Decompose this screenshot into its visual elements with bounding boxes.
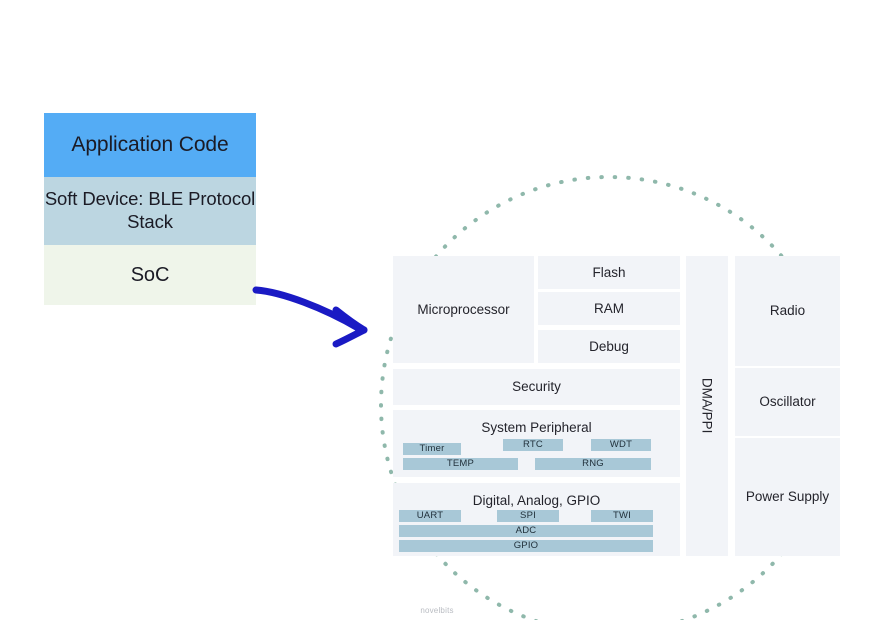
soc-block-flash-label: Flash <box>592 264 626 280</box>
soc-block-microprocessor: Microprocessor <box>393 256 534 363</box>
soc-block-digital-analog-gpio-label: Digital, Analog, GPIO <box>472 493 601 508</box>
soc-block-dma-ppi-label: DMA/PPI <box>699 378 715 434</box>
peripheral-pill-spi: SPI <box>497 510 559 522</box>
peripheral-pill-rtc-label: RTC <box>523 438 543 450</box>
peripheral-pill-spi-label: SPI <box>520 509 536 521</box>
soc-block-oscillator-label: Oscillator <box>759 394 816 410</box>
peripheral-pill-adc: ADC <box>399 525 653 537</box>
peripheral-pill-uart-label: UART <box>416 509 444 521</box>
peripheral-pill-temp: TEMP <box>403 458 518 470</box>
peripheral-pill-rng: RNG <box>535 458 651 470</box>
peripheral-pill-rtc: RTC <box>503 439 563 451</box>
stack-layer-application-code: Application Code <box>44 113 256 177</box>
soc-block-debug: Debug <box>538 330 680 363</box>
stack-layer-application-code-label: Application Code <box>71 133 229 157</box>
peripheral-pill-wdt: WDT <box>591 439 651 451</box>
soc-block-ram: RAM <box>538 292 680 325</box>
soc-block-dma-ppi: DMA/PPI <box>686 256 728 556</box>
peripheral-pill-temp-label: TEMP <box>446 457 475 469</box>
soc-block-radio-label: Radio <box>769 303 806 319</box>
peripheral-pill-rng-label: RNG <box>582 457 604 469</box>
watermark: novelbits <box>0 606 874 615</box>
stack-layer-soft-device-label: Soft Device: BLE Protocol Stack <box>44 188 256 232</box>
peripheral-pill-gpio-label: GPIO <box>513 539 539 551</box>
soc-block-digital-analog-gpio: Digital, Analog, GPIO UART SPI TWI ADC G… <box>393 483 680 556</box>
peripheral-pill-timer-label: Timer <box>419 442 445 454</box>
soc-block-ram-label: RAM <box>594 300 624 316</box>
soc-block-flash: Flash <box>538 256 680 289</box>
soc-block-system-peripheral: System Peripheral Timer RTC WDT TEMP RNG <box>393 410 680 477</box>
peripheral-pill-twi-label: TWI <box>612 509 631 521</box>
peripheral-pill-timer: Timer <box>403 443 461 455</box>
soc-block-system-peripheral-label: System Peripheral <box>481 420 592 435</box>
peripheral-pill-gpio: GPIO <box>399 540 653 552</box>
stack-layer-soft-device: Soft Device: BLE Protocol Stack <box>44 177 256 245</box>
soc-block-oscillator: Oscillator <box>735 368 840 436</box>
soc-block-microprocessor-label: Microprocessor <box>417 301 510 317</box>
watermark-label: novelbits <box>420 606 454 615</box>
soc-block-radio: Radio <box>735 256 840 366</box>
peripheral-pill-uart: UART <box>399 510 461 522</box>
soc-block-security-label: Security <box>512 379 561 395</box>
stack-layer-soc-label: SoC <box>130 263 170 286</box>
soc-block-security: Security <box>393 369 680 405</box>
stack-layer-soc: SoC <box>44 245 256 305</box>
blue-curved-arrow-icon <box>252 286 368 348</box>
peripheral-pill-wdt-label: WDT <box>609 438 633 450</box>
soc-block-power-supply: Power Supply <box>735 438 840 556</box>
soc-block-debug-label: Debug <box>589 338 629 354</box>
peripheral-pill-twi: TWI <box>591 510 653 522</box>
peripheral-pill-adc-label: ADC <box>515 524 537 536</box>
soc-block-power-supply-label: Power Supply <box>745 489 830 505</box>
